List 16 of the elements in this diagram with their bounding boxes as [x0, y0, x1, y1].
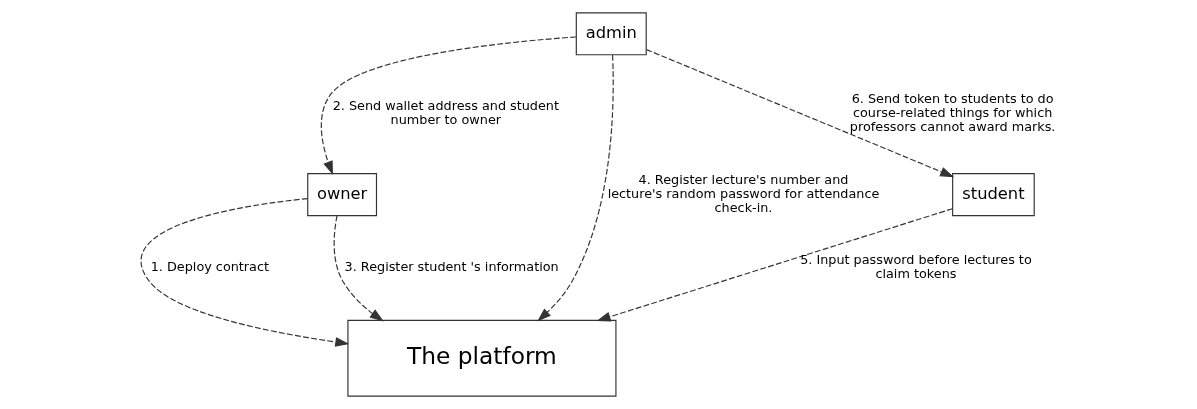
node-box: owner [307, 173, 378, 217]
edge-label: 6. Send token to students to do course-related things for which professors cannot award marks. [849, 91, 1056, 135]
arrow [140, 198, 350, 347]
edge-label: 3. Register student 's information [344, 259, 559, 275]
arrow [645, 49, 955, 178]
edge-label: 4. Register lecture's number and lecture's random password for attendance check-in. [607, 171, 880, 215]
arrow [320, 36, 577, 175]
arrow [537, 54, 614, 322]
edge-label: 2. Send wallet address and student number to owner [332, 98, 559, 128]
node-box: student [952, 173, 1035, 217]
arrow [333, 215, 384, 322]
node-box: The platform [347, 319, 617, 397]
edge-label: 5. Input password before lectures to claim tokens [800, 252, 1032, 282]
edge-label: 1. Deploy contract [150, 259, 270, 275]
node-box: admin [575, 12, 647, 56]
arrow [596, 208, 953, 322]
